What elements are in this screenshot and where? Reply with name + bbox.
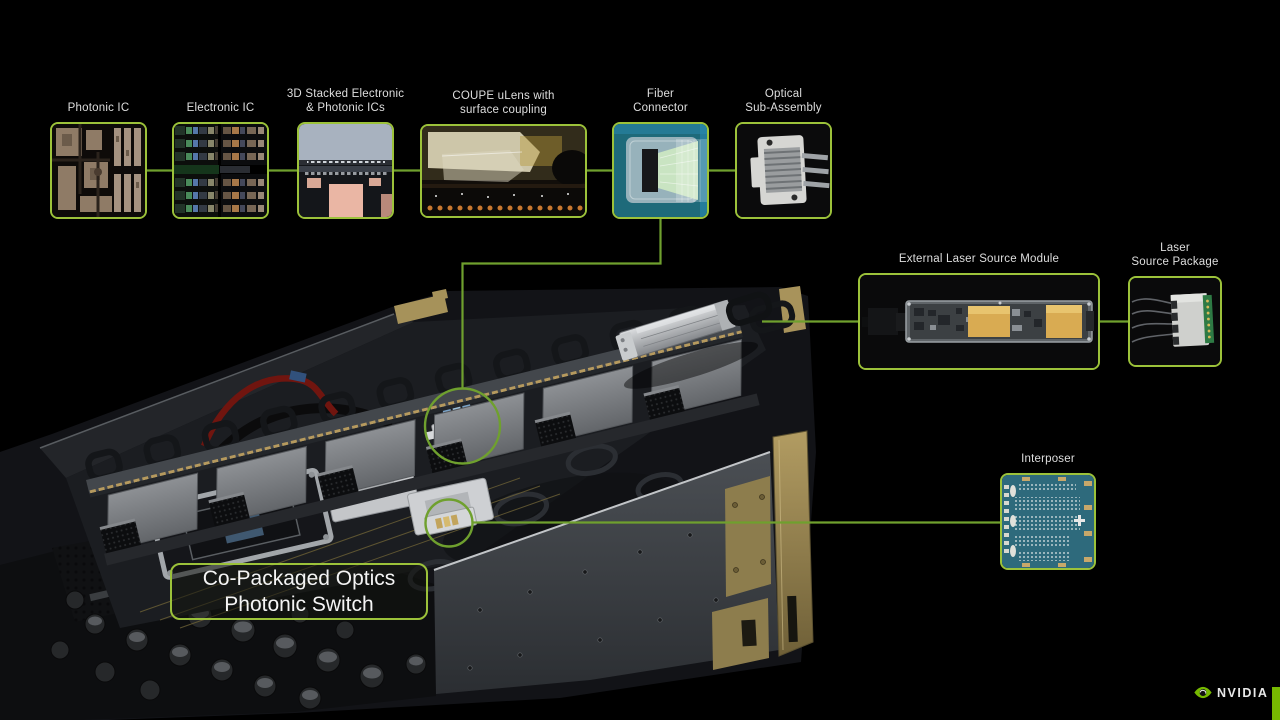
main-title: Co-Packaged Optics Photonic Switch (202, 566, 396, 616)
component-label: External Laser Source Module (898, 252, 1060, 265)
coupe-ulens-image (422, 126, 585, 216)
component-label: Interposer (1021, 452, 1075, 465)
qsfp-transceiver (615, 291, 773, 389)
component-label: Optical Sub-Assembly (745, 88, 822, 114)
component-external-laser-source-module: External Laser Source Module (858, 253, 1100, 370)
nvidia-eye-icon (1194, 686, 1212, 699)
fiber-connector-image (614, 124, 707, 217)
component-label: Laser Source Package (1131, 242, 1219, 268)
component-interposer: Interposer (1000, 453, 1096, 570)
component-label: Fiber Connector (633, 88, 688, 114)
nvidia-wordmark: NVIDIA (1217, 685, 1269, 700)
main-title-box: Co-Packaged Optics Photonic Switch (170, 563, 428, 620)
highlight-circle-large (423, 387, 502, 465)
nvidia-logo: NVIDIA (1194, 684, 1268, 701)
accent-corner-bar (1272, 687, 1280, 720)
component-coupe-ulens: COUPE uLens with surface coupling (420, 90, 587, 218)
component-label: COUPE uLens with surface coupling (452, 90, 555, 116)
component-label: Photonic IC (67, 101, 130, 114)
laser-source-package-image (1130, 278, 1220, 365)
fiber-connector-drop-line (461, 219, 662, 389)
component-photonic-ic: Photonic IC (50, 102, 147, 219)
component-label: 3D Stacked Electronic & Photonic ICs (286, 88, 405, 114)
stacked-ics-image (299, 124, 392, 217)
component-electronic-ic: Electronic IC (172, 102, 269, 219)
component-optical-sub-assembly: Optical Sub-Assembly (735, 88, 832, 219)
component-stacked-ics: 3D Stacked Electronic & Photonic ICs (287, 88, 404, 219)
photonic-ic-image (52, 124, 145, 217)
component-label: Electronic IC (186, 101, 255, 114)
external-laser-source-module-image (860, 275, 1098, 368)
interposer-image (1002, 475, 1094, 568)
optical-sub-assembly-image (737, 124, 830, 217)
highlight-circle-small (424, 498, 474, 548)
component-laser-source-package: Laser Source Package (1128, 242, 1222, 367)
component-fiber-connector: Fiber Connector (612, 88, 709, 219)
electronic-ic-image (174, 124, 267, 217)
